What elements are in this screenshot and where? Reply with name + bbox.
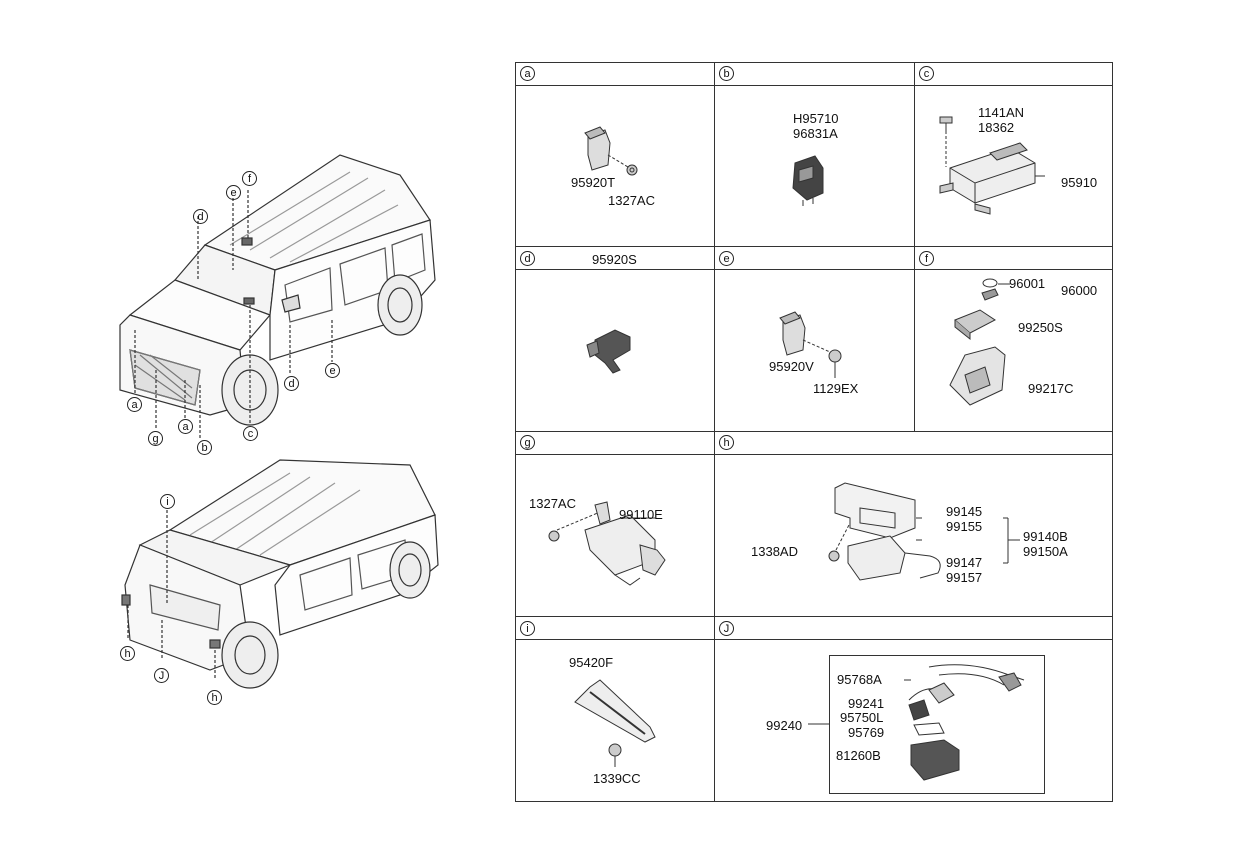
- section-a-letter: a: [520, 66, 535, 81]
- part-j-label-6: 81260B: [836, 748, 881, 763]
- part-f-label-4: 99217C: [1028, 381, 1074, 396]
- part-e-label-2: 1129EX: [813, 381, 859, 396]
- part-h-label-7: 99157: [946, 570, 983, 585]
- part-j-label-2: 99241: [848, 696, 885, 711]
- callout-front-g: g: [148, 431, 163, 446]
- part-h-label-1: 99145: [946, 504, 983, 519]
- part-c-label-1: 1141AN: [978, 105, 1025, 120]
- part-b-label-2: 96831A: [793, 126, 838, 141]
- callout-rear-h2: h: [207, 690, 222, 705]
- part-f-label-2: 96000: [1061, 283, 1098, 298]
- part-g-label-1: 1327AC: [529, 496, 576, 511]
- section-j-letter: J: [719, 621, 734, 636]
- part-c-ecu-drawing: [939, 142, 1045, 215]
- part-j-label-1: 95768A: [837, 672, 882, 687]
- section-c-letter: c: [919, 66, 934, 81]
- part-f-label-3: 99250S: [1018, 320, 1063, 335]
- section-i-letter: i: [520, 621, 535, 636]
- callout-rear-i: i: [160, 494, 175, 509]
- callout-rear-h1: h: [120, 646, 135, 661]
- parts-grid-lines: [515, 62, 1113, 802]
- callout-front-e2: e: [325, 363, 340, 378]
- callout-front-a1: a: [127, 397, 142, 412]
- part-i-label-2: 1339CC: [593, 771, 641, 786]
- callout-front-e1: e: [226, 185, 241, 200]
- part-f-drawing: [949, 278, 1010, 406]
- part-d-sensor-drawing: [586, 329, 631, 374]
- part-a-sensor-drawing: [584, 126, 638, 176]
- part-h-drawing: [828, 482, 1020, 581]
- callout-front-d2: d: [284, 376, 299, 391]
- part-c-label-2: 18362: [978, 120, 1015, 135]
- part-c-bolt-drawing: [939, 116, 953, 167]
- section-h-letter: h: [719, 435, 734, 450]
- section-d-header-part: 95920S: [592, 252, 637, 267]
- callout-front-f: f: [242, 171, 257, 186]
- part-h-label-4: 99150A: [1023, 544, 1068, 559]
- part-a-label-2: 1327AC: [608, 193, 655, 208]
- section-d-letter: d: [520, 251, 535, 266]
- part-e-sensor-drawing: [779, 311, 842, 378]
- section-b-letter: b: [719, 66, 734, 81]
- callout-front-d1: d: [193, 209, 208, 224]
- part-e-label-1: 95920V: [769, 359, 814, 374]
- part-a-label-1: 95920T: [571, 175, 616, 190]
- part-b-module-drawing: [792, 155, 824, 206]
- part-j-leader-line: [808, 723, 830, 725]
- part-h-label-3: 99140B: [1023, 529, 1068, 544]
- callout-front-c: c: [243, 426, 258, 441]
- part-j-drawing: [829, 655, 1045, 794]
- callout-front-b: b: [197, 440, 212, 455]
- part-h-label-2: 99155: [946, 519, 983, 534]
- section-g-letter: g: [520, 435, 535, 450]
- part-i-label-1: 95420F: [569, 655, 614, 670]
- front-vehicle-illustration: [119, 154, 436, 440]
- callout-rear-j: J: [154, 668, 169, 683]
- part-b-label-1: H95710: [793, 111, 839, 126]
- part-g-module-drawing: [548, 501, 666, 586]
- part-j-label-4: 95769: [848, 725, 885, 740]
- part-h-label-6: 99147: [946, 555, 983, 570]
- part-h-label-5: 1338AD: [751, 544, 798, 559]
- section-f-letter: f: [919, 251, 934, 266]
- section-e-letter: e: [719, 251, 734, 266]
- part-j-label-5: 99240: [766, 718, 803, 733]
- part-j-label-3: 95750L: [840, 710, 884, 725]
- callout-front-a2: a: [178, 419, 193, 434]
- part-f-label-1: 96001: [1009, 276, 1046, 291]
- part-g-label-2: 99110E: [619, 507, 663, 522]
- part-c-label-3: 95910: [1061, 175, 1098, 190]
- part-i-bracket-drawing: [574, 679, 656, 767]
- rear-vehicle-illustration: [121, 459, 439, 689]
